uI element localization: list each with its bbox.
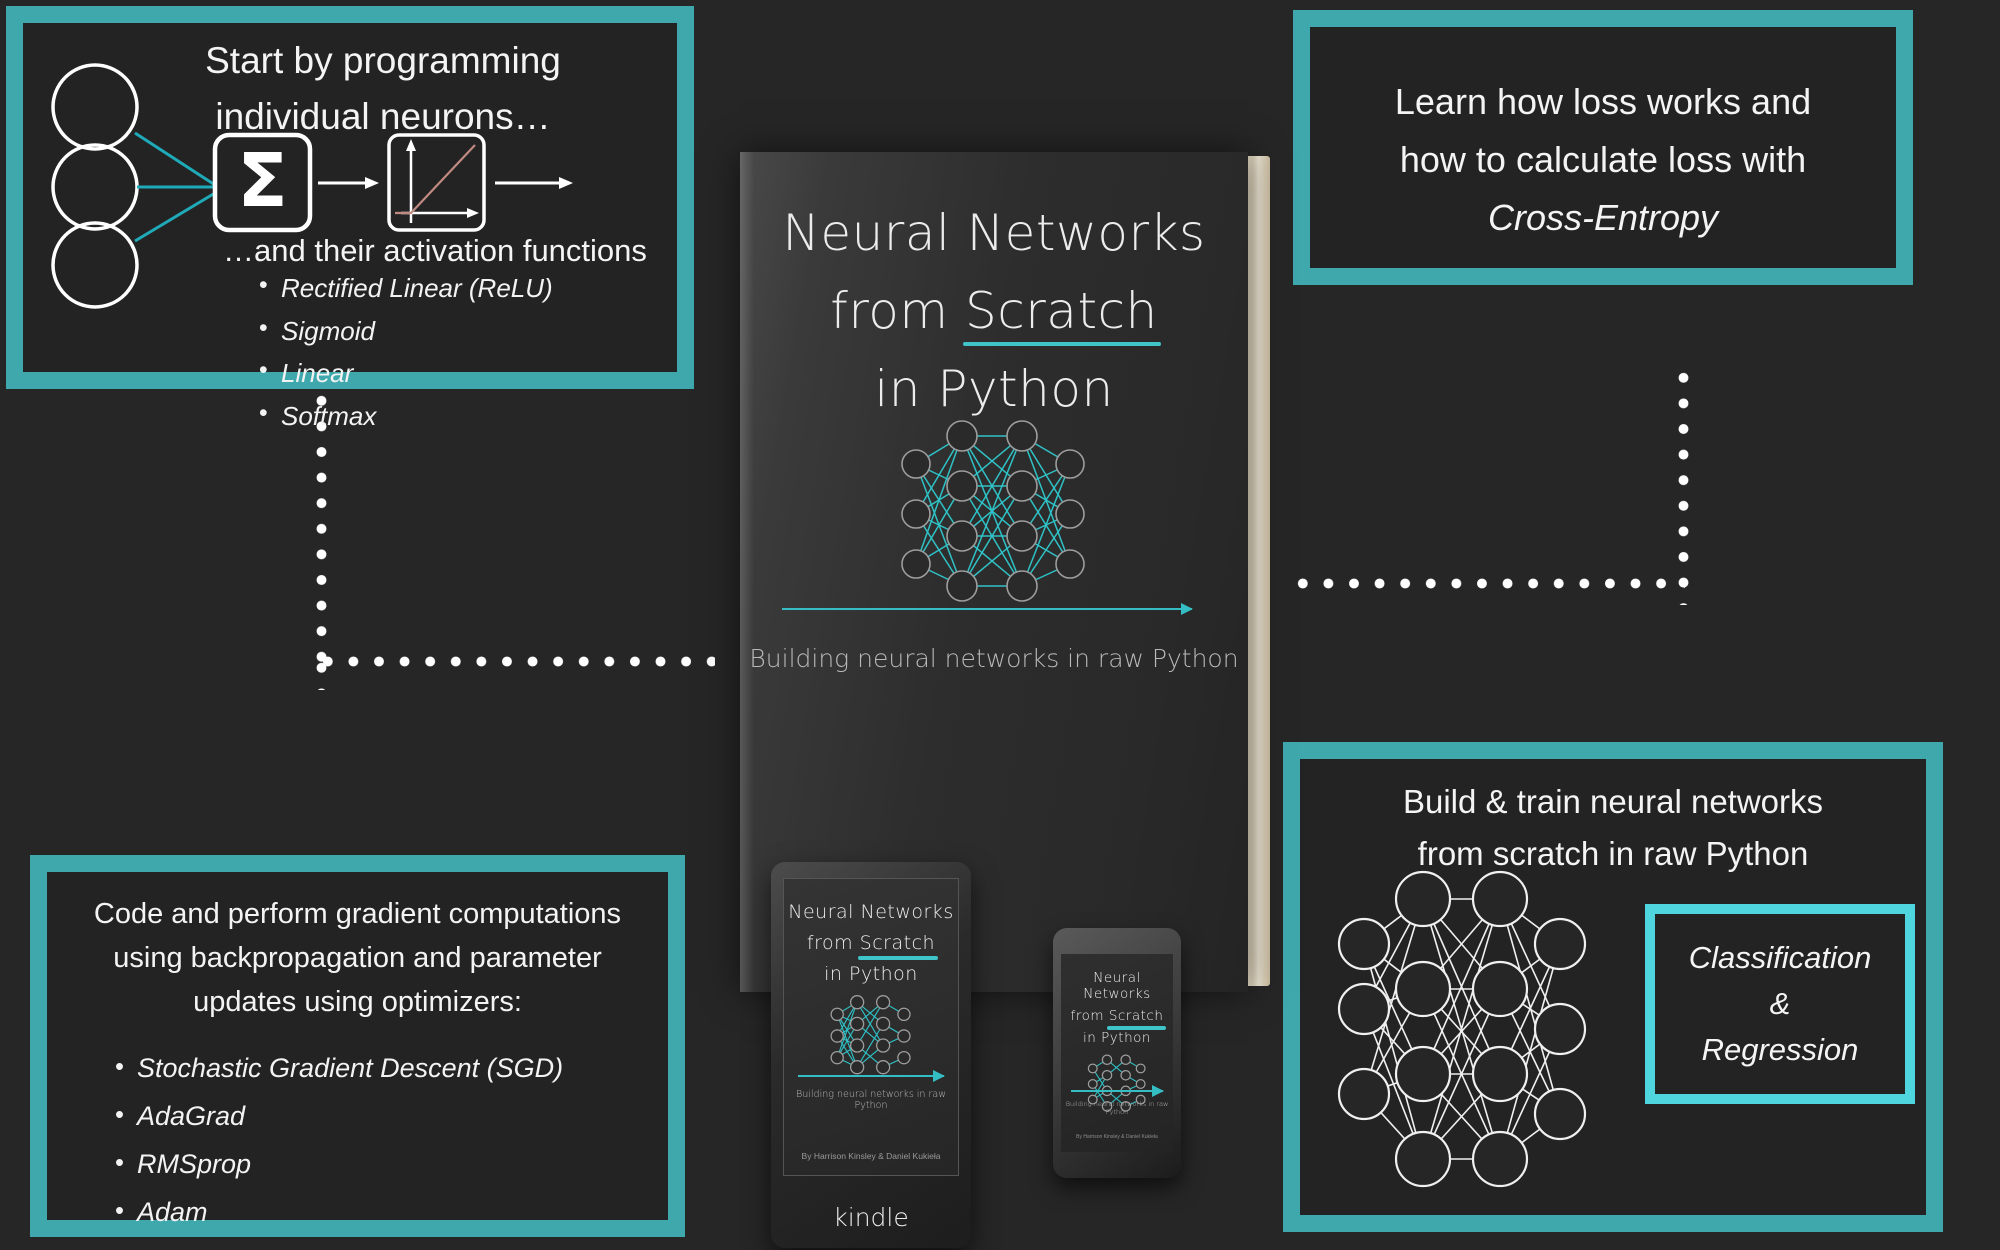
connector-left-horizontal: [315, 655, 715, 668]
output-arrowhead: [559, 177, 573, 189]
list-item: Softmax: [251, 398, 553, 434]
list-item: Stochastic Gradient Descent (SGD): [107, 1050, 646, 1087]
sub-box-line-3: Regression: [1701, 1032, 1859, 1067]
activation-function-list: Rectified Linear (ReLU) Sigmoid Linear S…: [251, 270, 553, 434]
book-cover-rule: [782, 603, 1193, 615]
summation-symbol: Σ: [237, 138, 288, 224]
kindle-byline: By Harrison Kinsley & Daniel Kukieła: [801, 1151, 941, 1161]
panel-neurons-subheading: …and their activation functions: [223, 233, 647, 268]
panel-optimizers-body: Code and perform gradient computations u…: [47, 872, 668, 1228]
phone-title-line2-prefix: from: [1070, 1008, 1109, 1024]
phone-network-svg: [1087, 1054, 1146, 1112]
panel-neurons-body: Start by programming individual neurons…: [23, 23, 677, 431]
cover-network-edges: [915, 435, 1071, 587]
phone-cover-rule: [1071, 1086, 1164, 1096]
neuron-diagram-svg: [51, 63, 573, 309]
phone-title-line3: in Python: [1083, 1030, 1151, 1046]
input-neuron-1: [51, 63, 139, 151]
kindle-cover-rule: [798, 1071, 945, 1081]
book-title-line2-prefix: from: [830, 282, 966, 340]
book-cover-network-svg: [901, 420, 1085, 602]
book-title-line2: from Scratch: [740, 282, 1248, 346]
kindle-cover-network: [825, 995, 917, 1075]
connector-right-vertical: [1677, 365, 1690, 605]
kindle-device: Neural Networks from Scratch in Python: [771, 862, 971, 1248]
network-edges: [1363, 898, 1561, 1160]
panel-neurons: Start by programming individual neurons…: [6, 6, 694, 431]
phone-tagline: Building neural networks in raw Python: [1065, 1100, 1169, 1116]
classification-regression-box: Classification & Regression: [1645, 904, 1915, 1104]
neural-network-svg: [1337, 870, 1587, 1188]
panel-loss: Learn how loss works and how to calculat…: [1293, 10, 1913, 285]
kindle-title-line2: from Scratch: [784, 932, 958, 960]
panel-optimizers-heading-line3: updates using optimizers:: [193, 986, 522, 1019]
kindle-title-line1: Neural Networks: [788, 901, 954, 923]
panel-optimizers: Code and perform gradient computations u…: [30, 855, 685, 1237]
panel-optimizers-heading-line1: Code and perform gradient computations: [93, 898, 622, 930]
panel-loss-heading-line1: Learn how loss works and: [1394, 81, 1812, 122]
kindle-brand-logo: kindle: [833, 1203, 909, 1232]
kindle-title-line2-prefix: from: [806, 932, 860, 954]
panel-optimizers-heading-line2: using backpropagation and parameter: [113, 942, 602, 975]
list-item: Linear: [251, 355, 553, 391]
sub-box-line-1: Classification: [1688, 940, 1872, 975]
phone-screen: Neural Networks from Scratch in Python: [1061, 954, 1173, 1152]
panel-loss-body: Learn how loss works and how to calculat…: [1310, 27, 1896, 268]
sum-to-activation-arrowhead: [365, 177, 379, 189]
phone-cover-network: [1084, 1054, 1150, 1112]
book-title-line1: Neural Networks: [782, 204, 1206, 262]
panel-build-train-heading-line2: from scratch in raw Python: [1417, 835, 1809, 873]
book-front-cover: Neural Networks from Scratch in Python: [740, 152, 1248, 992]
phone-title-scratch: Scratch: [1106, 1008, 1166, 1030]
phone-title-line2: from Scratch: [1061, 1008, 1173, 1030]
network-nodes: [1337, 870, 1587, 1188]
sub-box-line-2: &: [1769, 986, 1791, 1021]
panel-build-train-heading-line1: Build & train neural networks: [1402, 783, 1824, 820]
input-neuron-3: [51, 221, 139, 309]
panel-neurons-heading-line1: Start by programming: [205, 40, 561, 81]
panel-loss-heading-line3: Cross-Entropy: [1487, 197, 1719, 239]
phone-device: Neural Networks from Scratch in Python: [1053, 928, 1181, 1178]
activation-y-arrowhead: [406, 139, 416, 151]
book-3d: Neural Networks from Scratch in Python: [740, 152, 1270, 992]
panel-neurons-heading-line2: individual neurons…: [215, 96, 551, 138]
book-title-scratch: Scratch: [963, 282, 1161, 346]
summation-box: [212, 132, 313, 233]
relu-curve: [395, 144, 476, 215]
list-item: Adam: [107, 1194, 646, 1231]
kindle-title-line3: in Python: [824, 963, 918, 985]
single-neuron-diagram: Σ: [43, 63, 573, 309]
panel-build-train: Build & train neural networks from scrat…: [1283, 742, 1943, 1232]
connector-left-vertical: [315, 388, 328, 668]
book-tagline: Building neural networks in raw Python: [749, 644, 1239, 673]
optimizer-list: Stochastic Gradient Descent (SGD) AdaGra…: [107, 1050, 646, 1231]
kindle-title-scratch: Scratch: [857, 932, 939, 960]
list-item: AdaGrad: [107, 1098, 646, 1135]
list-item: Sigmoid: [251, 313, 553, 349]
book-cover-network: [894, 420, 1094, 604]
kindle-network-svg: [830, 995, 911, 1075]
connector-left-vertical-lower: [315, 655, 328, 690]
connector-right-horizontal: [1290, 577, 1685, 590]
phone-title-line1: Neural Networks: [1083, 970, 1151, 1002]
weight-edge-3: [134, 191, 216, 243]
panel-build-train-body: Build & train neural networks from scrat…: [1300, 759, 1926, 1215]
book-title-line3: in Python: [874, 360, 1114, 418]
weight-edge-1: [134, 131, 216, 187]
activation-x-arrowhead: [467, 208, 479, 218]
panel-loss-heading-line2: how to calculate loss with: [1399, 139, 1807, 181]
list-item: Rectified Linear (ReLU): [251, 270, 553, 306]
kindle-screen: Neural Networks from Scratch in Python: [783, 878, 959, 1176]
phone-byline: By Harrison Kinsley & Daniel Kukieła: [1076, 1134, 1158, 1140]
input-neuron-2: [51, 143, 139, 231]
kindle-tagline: Building neural networks in raw Python: [796, 1089, 946, 1111]
cover-network-nodes: [901, 420, 1085, 602]
list-item: RMSprop: [107, 1146, 646, 1183]
neural-network-diagram: [1328, 870, 1618, 1199]
activation-plot-box: [387, 133, 486, 232]
